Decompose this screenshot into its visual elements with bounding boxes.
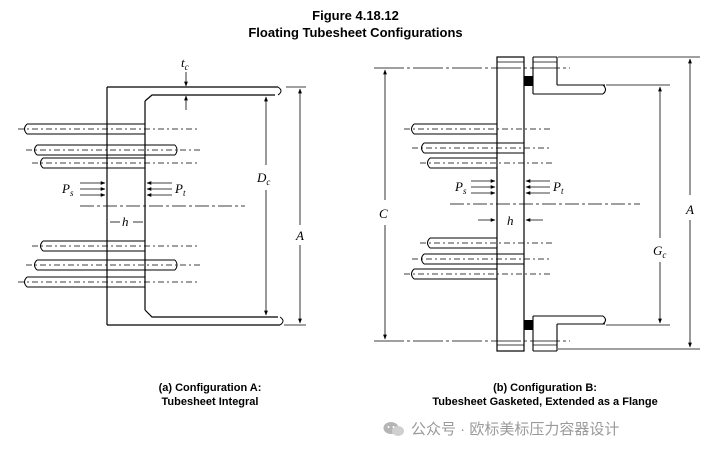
config-a-label-a: A xyxy=(295,228,304,243)
config-b-label-pt: Pt xyxy=(552,179,564,196)
config-a-caption: (a) Configuration A: Tubesheet Integral xyxy=(105,381,315,409)
wechat-icon xyxy=(383,421,404,436)
config-a-caption-line1: (a) Configuration A: xyxy=(158,382,262,394)
config-a-tubes-upper xyxy=(18,123,200,169)
config-a-label-tc: tc xyxy=(181,55,189,72)
config-a-caption-line2: Tubesheet Integral xyxy=(161,396,259,408)
config-b-caption-line1: (b) Configuration B: xyxy=(493,382,597,394)
config-a-pressure-arrows xyxy=(80,181,172,197)
config-a-a-dimension xyxy=(284,86,306,326)
config-b-flanges xyxy=(532,56,607,352)
watermark-text: 公众号 · 欧标美标压力容器设计 xyxy=(411,421,620,438)
config-b-pressure-arrows xyxy=(471,179,550,195)
figure-number: Figure 4.18.12 xyxy=(312,8,399,23)
config-b-tubes-upper xyxy=(404,123,552,169)
config-a-tubes-lower xyxy=(18,240,200,288)
watermark: 公众号 · 欧标美标压力容器设计 xyxy=(383,418,619,439)
config-b-tubes-lower xyxy=(404,237,552,280)
config-b-label-c: C xyxy=(379,206,388,221)
config-b-label-a: A xyxy=(685,202,694,217)
config-a-label-h: h xyxy=(122,214,129,229)
config-b-caption-line2: Tubesheet Gasketed, Extended as a Flange xyxy=(432,396,658,408)
config-b-drawing: C A Gc Ps Pt h xyxy=(374,56,700,352)
config-b-caption: (b) Configuration B: Tubesheet Gasketed,… xyxy=(390,381,700,409)
config-b-label-h: h xyxy=(507,213,514,228)
figure-title: Floating Tubesheet Configurations xyxy=(248,25,463,40)
config-b-label-ps: Ps xyxy=(454,179,467,196)
config-a-label-dc: Dc xyxy=(256,170,270,187)
config-a-label-ps: Ps xyxy=(61,181,74,198)
config-b-gaskets xyxy=(524,76,533,330)
config-b-label-gc: Gc xyxy=(653,243,666,260)
config-a-drawing: tc Dc A Ps Pt h xyxy=(18,55,306,326)
config-a-label-pt: Pt xyxy=(174,181,186,198)
